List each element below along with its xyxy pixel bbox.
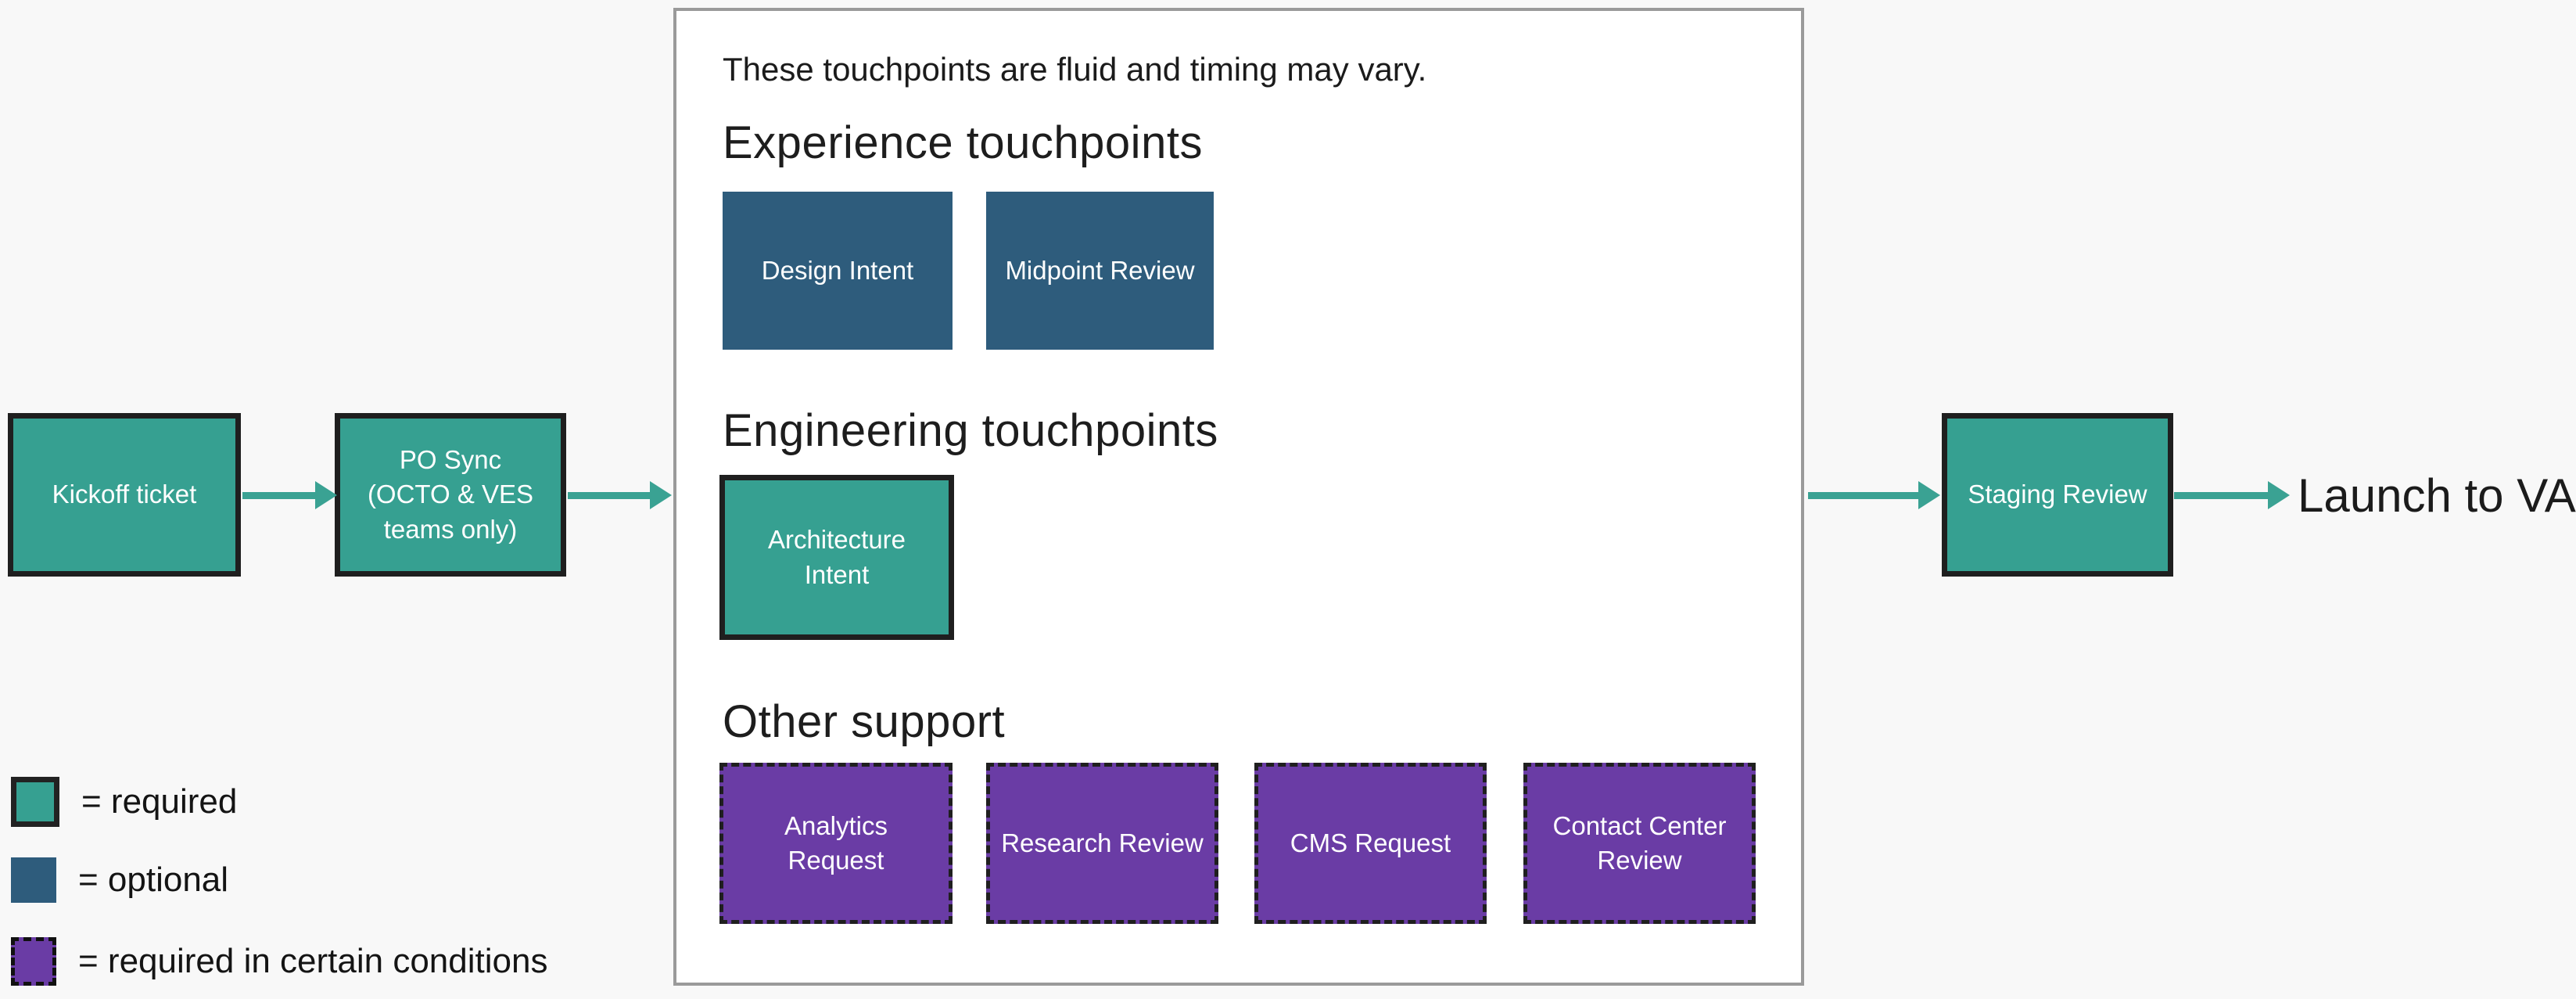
- legend-row-optional: = optional: [11, 857, 228, 903]
- node-architecture-intent-label: Architecture Intent: [767, 525, 906, 589]
- legend-swatch-conditional: [11, 937, 56, 986]
- endpoint-launch-to-va: Launch to VA: [2298, 469, 2576, 522]
- arrow-right-icon-panel-to-staging: [1808, 481, 1940, 509]
- node-contact-center-review: Contact Center Review: [1523, 763, 1756, 924]
- node-staging-review: Staging Review: [1942, 413, 2173, 577]
- node-design-intent: Design Intent: [723, 192, 953, 350]
- node-midpoint-review-label: Midpoint Review: [1005, 255, 1195, 285]
- arrow-head: [315, 481, 337, 509]
- arrow-shaft: [2174, 492, 2273, 499]
- arrow-shaft: [242, 492, 320, 499]
- legend-swatch-optional: [11, 857, 56, 903]
- node-research-review: Research Review: [986, 763, 1218, 924]
- arrow-shaft: [1808, 492, 1923, 499]
- node-po-sync: PO Sync (OCTO & VES teams only): [335, 413, 566, 577]
- section-heading-engineering: Engineering touchpoints: [723, 405, 1218, 456]
- arrow-head: [1918, 481, 1940, 509]
- node-staging-review-label: Staging Review: [1968, 480, 2147, 509]
- node-cms-request: CMS Request: [1254, 763, 1487, 924]
- node-midpoint-review: Midpoint Review: [986, 192, 1214, 350]
- node-analytics-request-label: Analytics Request: [784, 810, 888, 875]
- panel-note: These touchpoints are fluid and timing m…: [723, 51, 1427, 88]
- arrow-right-icon-posync-to-panel: [568, 481, 672, 509]
- legend-swatch-required: [11, 777, 59, 827]
- legend-label-optional: = optional: [78, 861, 229, 899]
- node-po-sync-label: PO Sync (OCTO & VES teams only): [367, 445, 534, 544]
- node-architecture-intent: Architecture Intent: [719, 475, 954, 640]
- legend-row-required: = required: [11, 777, 237, 827]
- node-cms-request-label: CMS Request: [1290, 828, 1451, 857]
- arrow-shaft: [568, 492, 655, 499]
- legend-label-conditional: = required in certain conditions: [78, 942, 548, 980]
- node-analytics-request: Analytics Request: [719, 763, 953, 924]
- node-kickoff-ticket: Kickoff ticket: [8, 413, 241, 577]
- node-design-intent-label: Design Intent: [761, 255, 914, 285]
- node-research-review-label: Research Review: [1001, 828, 1204, 857]
- arrow-right-icon-staging-to-launch: [2174, 481, 2290, 509]
- arrow-head: [2268, 481, 2290, 509]
- node-contact-center-review-label: Contact Center Review: [1552, 810, 1727, 875]
- legend-row-conditional: = required in certain conditions: [11, 937, 547, 986]
- legend-label-required: = required: [81, 782, 238, 821]
- node-kickoff-ticket-label: Kickoff ticket: [52, 480, 197, 509]
- section-heading-other-support: Other support: [723, 696, 1006, 747]
- arrow-head: [650, 481, 672, 509]
- section-heading-experience: Experience touchpoints: [723, 117, 1203, 168]
- arrow-right-icon-kickoff-to-posync: [242, 481, 337, 509]
